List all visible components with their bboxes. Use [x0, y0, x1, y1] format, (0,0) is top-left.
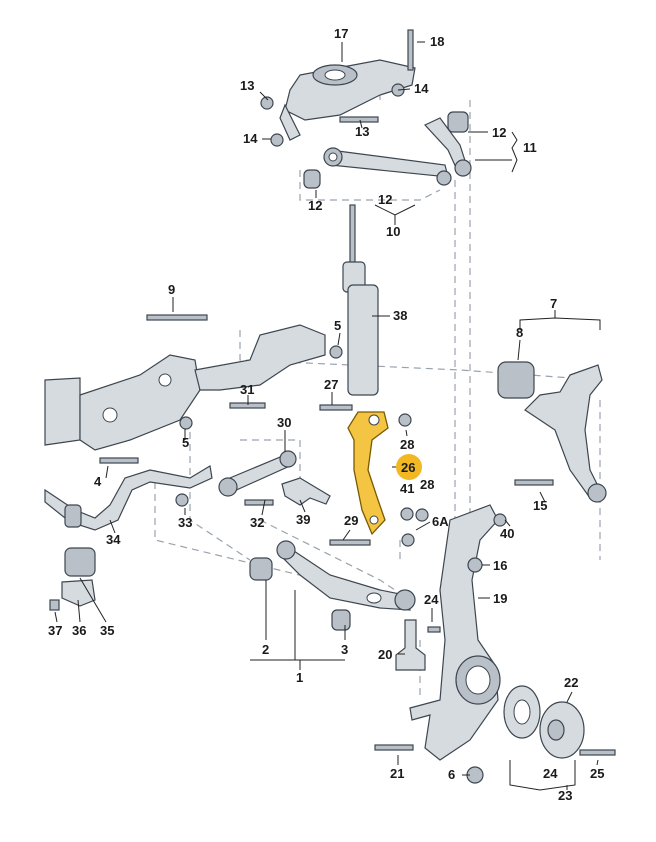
- callout-16: 16: [493, 558, 507, 573]
- callout-20: 20: [378, 647, 392, 662]
- callout-7: 7: [550, 296, 557, 311]
- callout-2: 2: [262, 642, 269, 657]
- stabilizer-link: [281, 477, 331, 506]
- callout-4: 4: [94, 474, 102, 489]
- callout-24-left: 24: [424, 592, 439, 607]
- callout-1: 1: [296, 670, 303, 685]
- callout-3: 3: [341, 642, 348, 657]
- callout-12-bottom: 12: [378, 192, 392, 207]
- upper-control-arm-rear: [323, 147, 452, 186]
- callout-30: 30: [277, 415, 291, 430]
- callout-13-upper: 13: [240, 78, 254, 93]
- callout-33: 33: [178, 515, 192, 530]
- stabilizer-bushing: [49, 547, 96, 611]
- callout-17: 17: [334, 26, 348, 41]
- callout-38: 38: [393, 308, 407, 323]
- callout-9: 9: [168, 282, 175, 297]
- callout-15: 15: [533, 498, 547, 513]
- callout-5-lower: 5: [182, 435, 189, 450]
- callout-14-left: 14: [243, 131, 258, 146]
- subframe: [44, 324, 326, 451]
- lower-control-arm: [249, 540, 416, 631]
- callout-27: 27: [324, 377, 338, 392]
- callout-34: 34: [106, 532, 121, 547]
- callout-22: 22: [564, 675, 578, 690]
- callout-32: 32: [250, 515, 264, 530]
- upper-control-arm-front: [424, 111, 472, 177]
- callout-labels: 17 18 13 14 13 14 12 11 12 12 10 9 5 38 …: [48, 26, 604, 803]
- callout-14-right: 14: [414, 81, 429, 96]
- callout-26-badge: [396, 454, 422, 480]
- callout-12-left: 12: [308, 198, 322, 213]
- ball-joint: [395, 619, 426, 671]
- callout-35: 35: [100, 623, 114, 638]
- callout-26: 26: [401, 460, 415, 475]
- callout-37: 37: [48, 623, 62, 638]
- leader-lines: [54, 41, 601, 791]
- callout-19: 19: [493, 591, 507, 606]
- callout-6: 6: [448, 767, 455, 782]
- shock-absorber-fork-highlighted: [347, 411, 389, 536]
- callout-39: 39: [296, 512, 310, 527]
- callout-23: 23: [558, 788, 572, 803]
- coupling-rod: [218, 450, 297, 497]
- callout-13-lower: 13: [355, 124, 369, 139]
- callout-28-upper: 28: [400, 437, 414, 452]
- callout-5-upper: 5: [334, 318, 341, 333]
- callout-29: 29: [344, 513, 358, 528]
- wheel-hub: [539, 701, 585, 759]
- wheel-bearing: [503, 685, 541, 739]
- bushing-12-small: [303, 169, 321, 189]
- callout-18: 18: [430, 34, 444, 49]
- callout-12-right: 12: [492, 125, 506, 140]
- callout-25: 25: [590, 766, 604, 781]
- wishbone-right: [497, 361, 607, 503]
- callout-6a: 6A: [432, 514, 449, 529]
- callout-21: 21: [390, 766, 404, 781]
- callout-36: 36: [72, 623, 86, 638]
- callout-41: 41: [400, 481, 414, 496]
- callout-31: 31: [240, 382, 254, 397]
- bolts-and-nuts: [99, 29, 616, 784]
- shock-absorber: [342, 204, 379, 396]
- callout-24-right: 24: [543, 766, 558, 781]
- wheel-bearing-housing: [409, 504, 501, 761]
- strut-top-mount: [279, 59, 416, 141]
- callout-10: 10: [386, 224, 400, 239]
- callout-28-lower: 28: [420, 477, 434, 492]
- stabilizer-bar: [44, 465, 213, 531]
- callout-40: 40: [500, 526, 514, 541]
- callout-11: 11: [523, 140, 537, 155]
- callout-8: 8: [516, 325, 523, 340]
